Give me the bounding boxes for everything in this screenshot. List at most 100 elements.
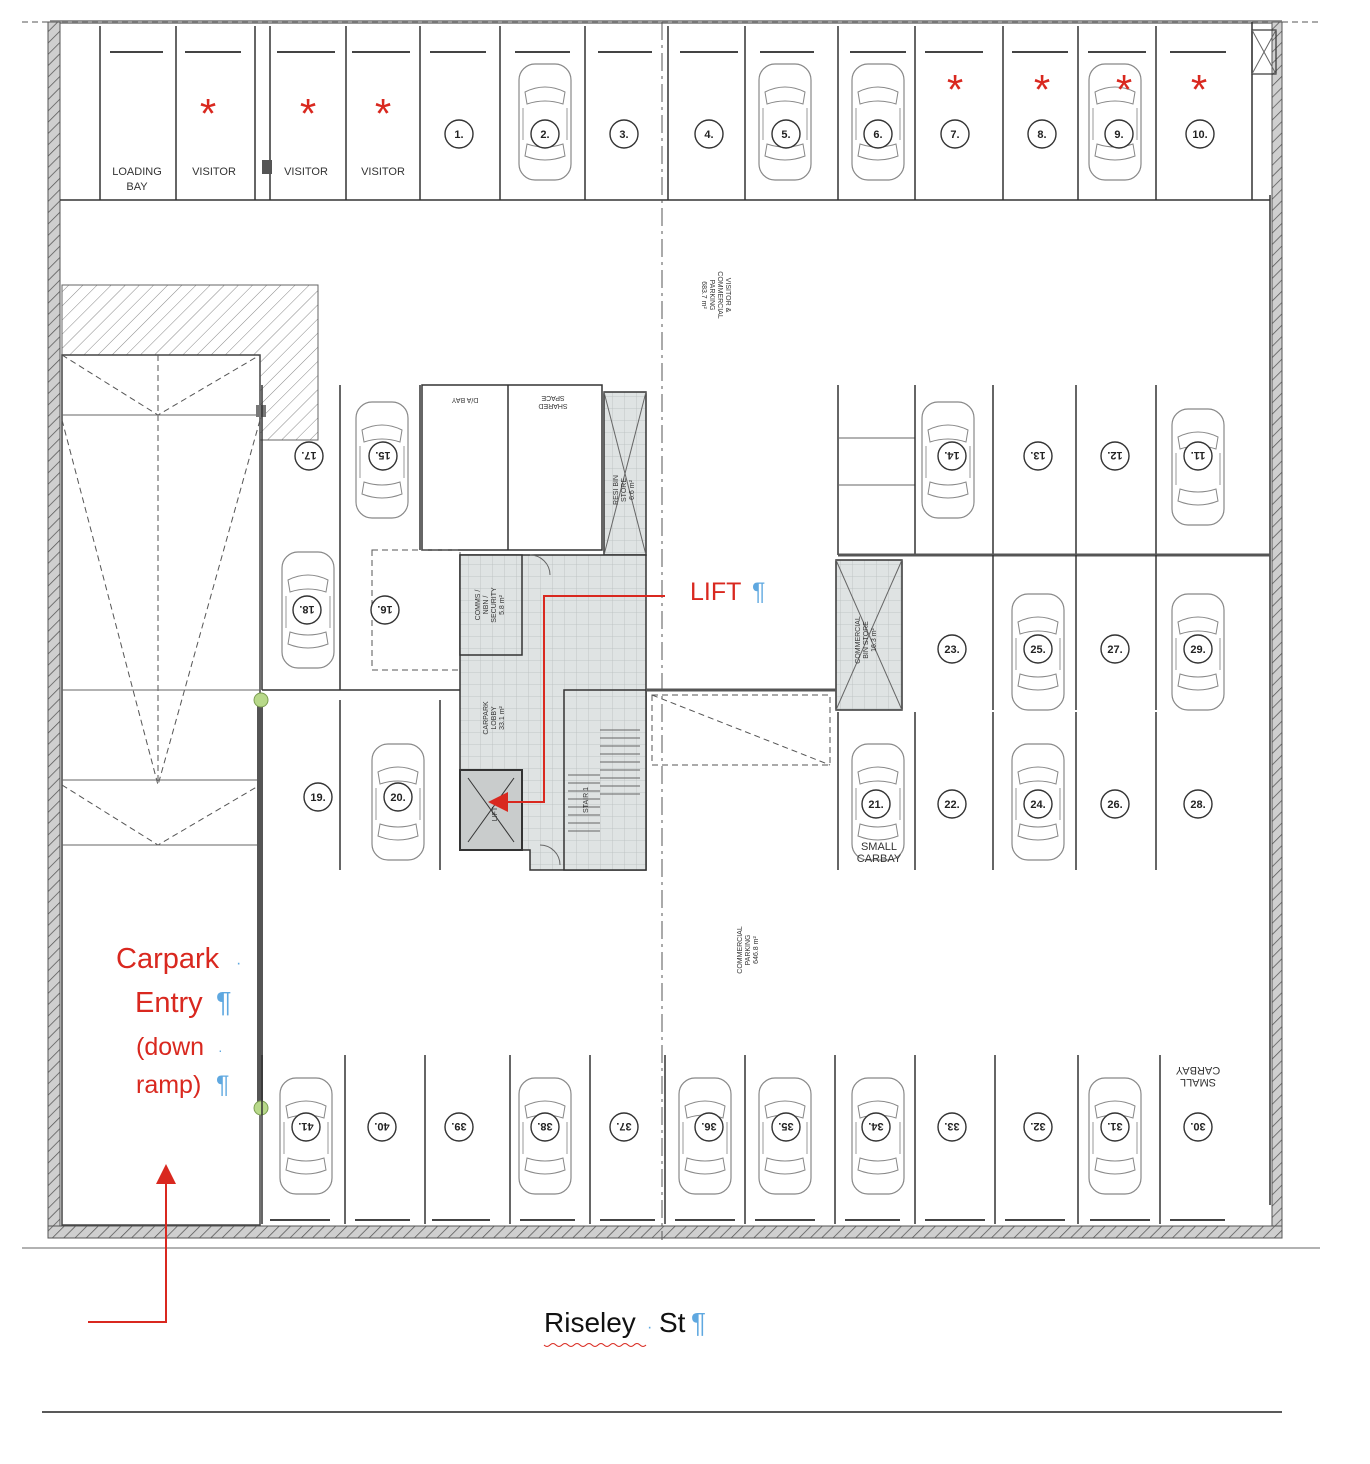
svg-text:CARBAY: CARBAY: [1175, 1064, 1220, 1076]
svg-text:6.6 m²: 6.6 m²: [629, 479, 636, 500]
bay-number: 8.: [1037, 129, 1046, 141]
bay-badge: 5.: [771, 119, 801, 149]
carpark-entry-annotation: Carpark · Entry ¶ (down · ramp) ¶: [116, 943, 241, 1099]
visitor-star-markers: * * * * * * *: [200, 66, 1207, 137]
bay-number: 30.: [1190, 1120, 1205, 1132]
ramp-wall: [257, 700, 263, 1110]
bay-badge: 1.: [444, 119, 474, 149]
bay-number: 37.: [616, 1120, 631, 1132]
bay-number: 40.: [374, 1120, 389, 1132]
bay-badge: 31.: [1100, 1112, 1130, 1142]
svg-text:SHARED: SHARED: [538, 402, 567, 409]
svg-text:33.1 m²: 33.1 m²: [499, 705, 506, 729]
bay-badge: 7.: [940, 119, 970, 149]
svg-text:16.3 m²: 16.3 m²: [871, 627, 878, 651]
bay-number: 9.: [1114, 129, 1123, 141]
bay-number: 36.: [701, 1120, 716, 1132]
bay-badge: 15.: [368, 441, 398, 471]
bay-number: 20.: [390, 792, 405, 804]
commercial-bin-store-label: COMMERCIAL BIN STORE 16.3 m²: [855, 616, 878, 664]
bay-number: 7.: [950, 129, 959, 141]
bay-badge: 25.: [1023, 634, 1053, 664]
bay-badge: 4.: [694, 119, 724, 149]
bay-badge: 35.: [771, 1112, 801, 1142]
bay-badge: 22.: [937, 789, 967, 819]
stair-label: STAIR 1: [583, 787, 590, 813]
svg-text:5.8 m²: 5.8 m²: [499, 594, 506, 615]
svg-text:CARPARK: CARPARK: [483, 701, 490, 735]
bay-number: 16.: [377, 603, 392, 615]
star-marker: *: [200, 90, 216, 137]
ramp-endpoint-top: [253, 692, 269, 708]
svg-text:683.7 m²: 683.7 m²: [700, 281, 707, 309]
bay-number: 18.: [299, 603, 314, 615]
carpark-lobby-label: CARPARK LOBBY 33.1 m²: [483, 701, 506, 735]
svg-text:SPACE: SPACE: [541, 394, 565, 401]
bay-number: 26.: [1107, 799, 1122, 811]
bay-number: 12.: [1107, 449, 1122, 461]
resi-bin-store-label: RESI BIN STORE 6.6 m²: [613, 475, 636, 505]
svg-text:PARKING: PARKING: [708, 280, 715, 311]
bay-badge: 24.: [1023, 789, 1053, 819]
bay-badge: 11.: [1183, 441, 1213, 471]
star-marker: *: [1116, 66, 1132, 113]
bay-number: 21.: [868, 799, 883, 811]
pilcrow-mark: ¶: [752, 578, 765, 606]
bay-badge: 40.: [367, 1112, 397, 1142]
bay-number: 39.: [451, 1120, 466, 1132]
bay-badge: 6.: [863, 119, 893, 149]
bay-number: 10.: [1192, 129, 1207, 141]
bay-number: 28.: [1190, 799, 1205, 811]
bay-badge: 34.: [861, 1112, 891, 1142]
loading-bay-label-line2: BAY: [126, 181, 148, 193]
bay-number: 5.: [781, 129, 790, 141]
svg-text:¶: ¶: [691, 1307, 706, 1338]
bay-badge: 8.: [1027, 119, 1057, 149]
car-icons: [279, 63, 1225, 1195]
svg-text:STORE: STORE: [621, 478, 628, 502]
star-marker: *: [1034, 66, 1050, 113]
bay-number: 15.: [375, 449, 390, 461]
bay-badge: 38.: [530, 1112, 560, 1142]
svg-text:·: ·: [218, 1042, 223, 1058]
bay-badge: 20.: [383, 782, 413, 812]
lift-room-label: LIFT: [492, 806, 499, 821]
bay-badge: 27.: [1100, 634, 1130, 664]
svg-text:·: ·: [647, 1319, 652, 1336]
bay-badge: 32.: [1023, 1112, 1053, 1142]
svg-text:Riseley: Riseley: [544, 1307, 636, 1338]
bay-number: 6.: [873, 129, 882, 141]
small-carbay-label-line2: CARBAY: [857, 853, 902, 865]
lift-arrow-icon: [488, 595, 665, 812]
bay-number: 34.: [868, 1120, 883, 1132]
bay-number: 22.: [944, 799, 959, 811]
bay-number: 4.: [704, 129, 713, 141]
west-middle-bays: [261, 384, 647, 691]
bay-number: 25.: [1030, 644, 1045, 656]
bay-badge: 10.: [1185, 119, 1215, 149]
bay-number: 41.: [298, 1120, 313, 1132]
svg-text:·: ·: [236, 955, 241, 972]
svg-text:ramp): ramp): [136, 1071, 201, 1099]
svg-text:BIN STORE: BIN STORE: [863, 621, 870, 659]
entry-arrow-icon: [88, 1164, 176, 1323]
bay-number: 17.: [301, 449, 316, 461]
bay-badge: 9.: [1104, 119, 1134, 149]
svg-text:¶: ¶: [216, 1071, 229, 1099]
bay-badge: 33.: [937, 1112, 967, 1142]
visitor-label-1: VISITOR: [192, 166, 236, 178]
svg-text:LOBBY: LOBBY: [491, 706, 498, 730]
bay-badge: 3.: [609, 119, 639, 149]
bay-number: 3.: [619, 129, 628, 141]
bay-number: 23.: [944, 644, 959, 656]
star-marker: *: [300, 90, 316, 137]
bay-badge: 30.: [1183, 1112, 1213, 1142]
visitor-label-3: VISITOR: [361, 166, 405, 178]
loading-bay-label-line1: LOADING: [112, 166, 162, 178]
bay-badge: 41.: [291, 1112, 321, 1142]
star-marker: *: [1191, 66, 1207, 113]
svg-text:COMMERCIAL: COMMERCIAL: [737, 926, 744, 974]
da-bay-label: D/A BAY: [451, 396, 478, 403]
bay-badge: 39.: [444, 1112, 474, 1142]
